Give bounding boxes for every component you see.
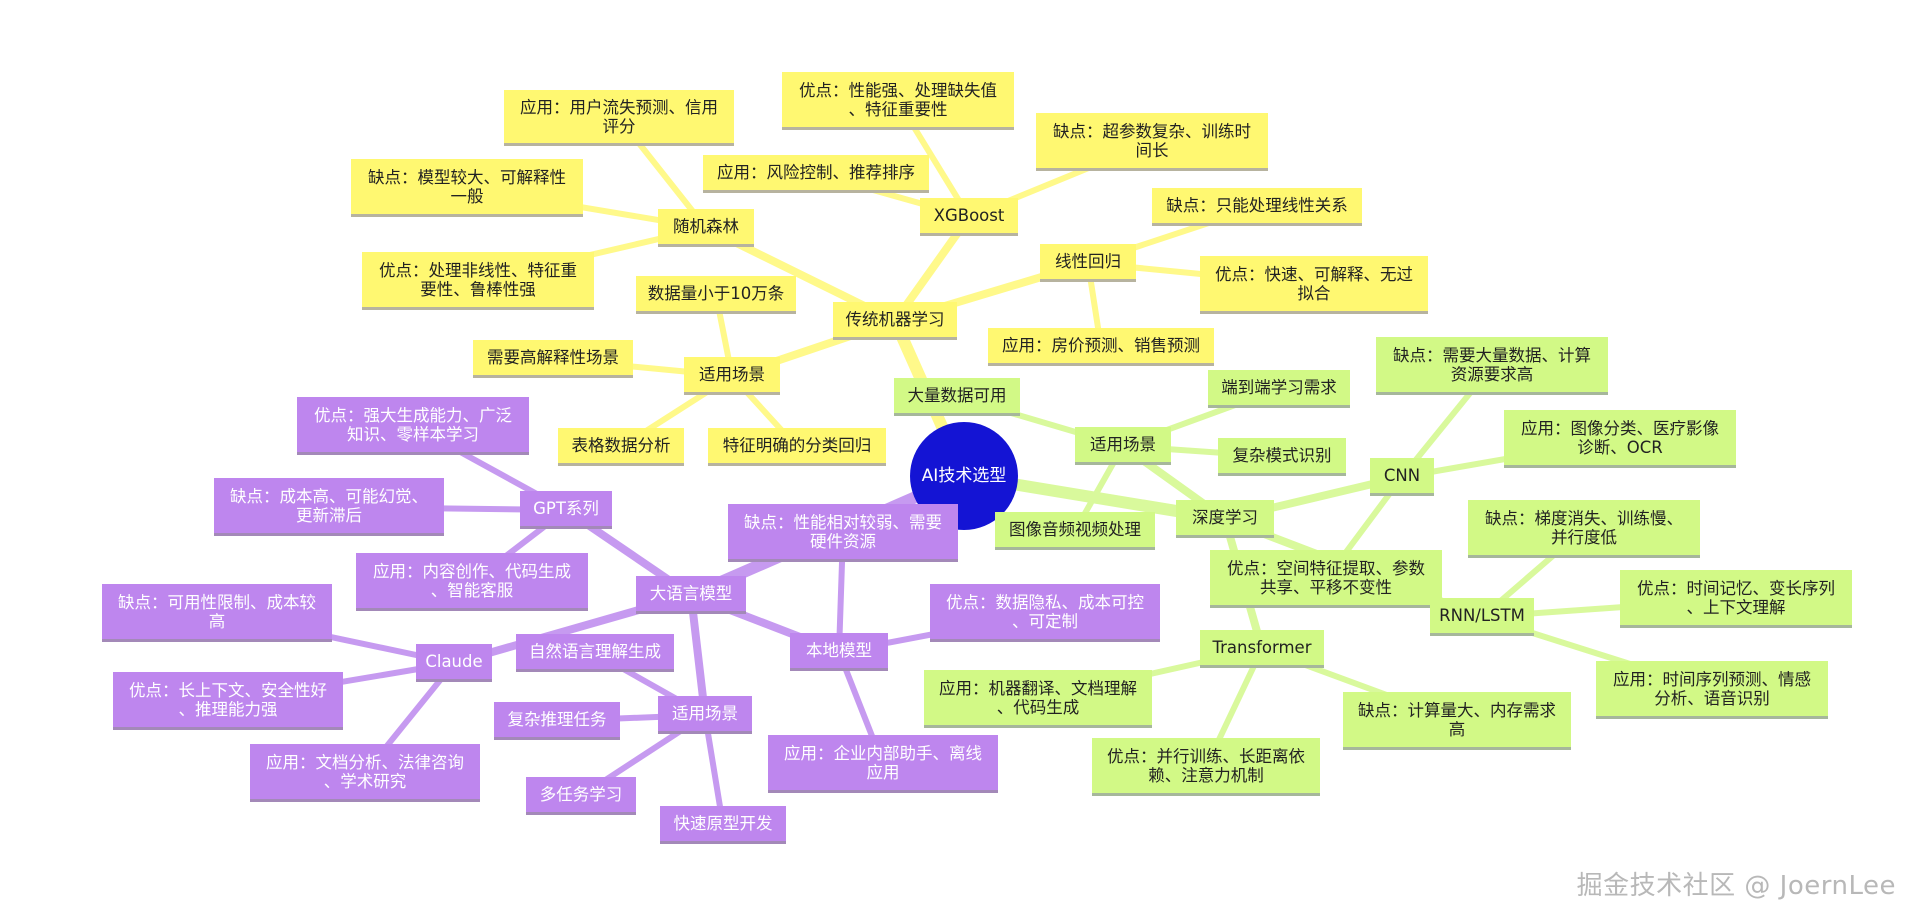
node-transformer-app[interactable]: 应用：机器翻译、文档理解 、代码生成 [924,670,1152,728]
node-random-forest-pro[interactable]: 优点：处理非线性、特征重 要性、鲁棒性强 [362,252,594,310]
node-llm-scenario-1[interactable]: 自然语言理解生成 [516,634,674,672]
node-gpt-app[interactable]: 应用：内容创作、代码生成 、智能客服 [356,553,588,611]
node-linear-regression-app[interactable]: 应用：房价预测、销售预测 [988,328,1214,366]
node-local-model[interactable]: 本地模型 [790,633,888,671]
node-traditional-scenario-1[interactable]: 数据量小于10万条 [636,276,796,314]
node-deep-learning[interactable]: 深度学习 [1176,500,1274,538]
node-local-model-con[interactable]: 缺点：性能相对较弱、需要 硬件资源 [728,504,958,562]
node-llm-scenario-3[interactable]: 多任务学习 [526,777,636,815]
node-deep-scenarios[interactable]: 适用场景 [1075,427,1171,465]
node-random-forest-app[interactable]: 应用：用户流失预测、信用 评分 [504,90,734,146]
node-linear-regression-pro[interactable]: 优点：快速、可解释、无过 拟合 [1200,256,1428,314]
node-llm-scenario-2[interactable]: 复杂推理任务 [494,702,620,740]
node-rnn-app[interactable]: 应用：时间序列预测、情感 分析、语音识别 [1596,661,1828,719]
node-llm-scenarios[interactable]: 适用场景 [658,696,752,734]
node-traditional-scenarios[interactable]: 适用场景 [684,357,780,395]
node-deep-scenario-4[interactable]: 图像音频视频处理 [995,512,1155,550]
node-claude-pro[interactable]: 优点：长上下文、安全性好 、推理能力强 [113,672,343,730]
node-transformer-con[interactable]: 缺点：计算量大、内存需求 高 [1343,692,1571,750]
node-cnn[interactable]: CNN [1370,458,1434,496]
node-cnn-con[interactable]: 缺点：需要大量数据、计算 资源要求高 [1376,337,1608,395]
watermark: 掘金技术社区 @ JoernLee [1576,871,1896,901]
node-rnn-lstm[interactable]: RNN/LSTM [1430,598,1534,636]
node-traditional-scenario-4[interactable]: 特征明确的分类回归 [708,428,886,466]
node-llm[interactable]: 大语言模型 [636,576,746,614]
node-rnn-pro[interactable]: 优点：时间记忆、变长序列 、上下文理解 [1620,570,1852,628]
node-claude[interactable]: Claude [416,644,492,682]
node-gpt-pro[interactable]: 优点：强大生成能力、广泛 知识、零样本学习 [297,397,529,455]
node-traditional-scenario-2[interactable]: 需要高解释性场景 [473,340,633,378]
node-llm-scenario-4[interactable]: 快速原型开发 [660,806,786,844]
node-deep-scenario-2[interactable]: 端到端学习需求 [1208,370,1350,408]
node-traditional-ml[interactable]: 传统机器学习 [833,302,957,340]
node-rnn-con[interactable]: 缺点：梯度消失、训练慢、 并行度低 [1468,500,1700,558]
node-deep-scenario-1[interactable]: 大量数据可用 [894,378,1020,416]
node-gpt-series[interactable]: GPT系列 [520,491,612,529]
node-traditional-scenario-3[interactable]: 表格数据分析 [558,428,684,466]
node-linear-regression-con[interactable]: 缺点：只能处理线性关系 [1152,188,1362,226]
node-xgboost-app[interactable]: 应用：风险控制、推荐排序 [703,155,929,193]
node-xgboost[interactable]: XGBoost [920,198,1018,236]
node-gpt-con[interactable]: 缺点：成本高、可能幻觉、 更新滞后 [214,478,444,536]
node-linear-regression[interactable]: 线性回归 [1040,244,1136,282]
node-xgboost-con[interactable]: 缺点：超参数复杂、训练时 间长 [1036,113,1268,171]
node-random-forest-con[interactable]: 缺点：模型较大、可解释性 一般 [351,159,583,217]
node-random-forest[interactable]: 随机森林 [658,209,754,247]
edge-llm-lsc [687,591,709,719]
node-deep-scenario-3[interactable]: 复杂模式识别 [1218,438,1346,476]
node-claude-con[interactable]: 缺点：可用性限制、成本较 高 [102,584,332,642]
node-claude-app[interactable]: 应用：文档分析、法律咨询 、学术研究 [250,744,480,802]
node-cnn-app[interactable]: 应用：图像分类、医疗影像 诊断、OCR [1504,410,1736,468]
node-xgboost-pro[interactable]: 优点：性能强、处理缺失值 、特征重要性 [782,72,1014,130]
node-local-model-pro[interactable]: 优点：数据隐私、成本可控 、可定制 [930,584,1160,642]
node-transformer[interactable]: Transformer [1200,630,1324,668]
node-cnn-pro[interactable]: 优点：空间特征提取、参数 共享、平移不变性 [1210,550,1442,608]
node-local-model-app[interactable]: 应用：企业内部助手、离线 应用 [768,735,998,793]
node-transformer-pro[interactable]: 优点：并行训练、长距离依 赖、注意力机制 [1092,738,1320,796]
